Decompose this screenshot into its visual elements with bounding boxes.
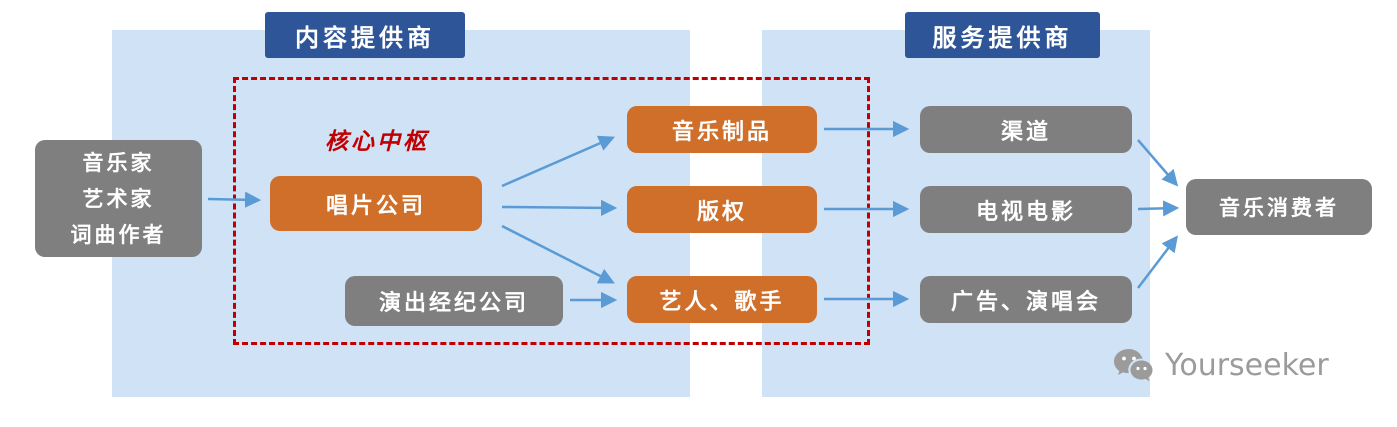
watermark-brand: Yourseeker	[1165, 347, 1329, 383]
service-provider-header: 服务提供商	[905, 12, 1100, 58]
node-music-products: 音乐制品	[627, 106, 817, 153]
wechat-icon	[1114, 349, 1153, 382]
node-ads-concerts: 广告、演唱会	[920, 276, 1132, 323]
core-hub-dashed-frame	[233, 77, 870, 345]
node-tv-film: 电视电影	[920, 186, 1132, 233]
content-provider-header: 内容提供商	[265, 12, 465, 58]
node-copyright: 版权	[627, 186, 817, 233]
node-creators: 音乐家 艺术家 词曲作者	[35, 140, 202, 257]
watermark: Yourseeker	[1112, 346, 1329, 384]
node-channel: 渠道	[920, 106, 1132, 153]
node-record-company: 唱片公司	[270, 176, 482, 231]
node-music-consumers: 音乐消费者	[1186, 179, 1372, 235]
core-hub-label: 核心中枢	[325, 129, 429, 155]
node-artists-singers: 艺人、歌手	[627, 276, 817, 323]
node-performance-agency: 演出经纪公司	[345, 276, 563, 326]
